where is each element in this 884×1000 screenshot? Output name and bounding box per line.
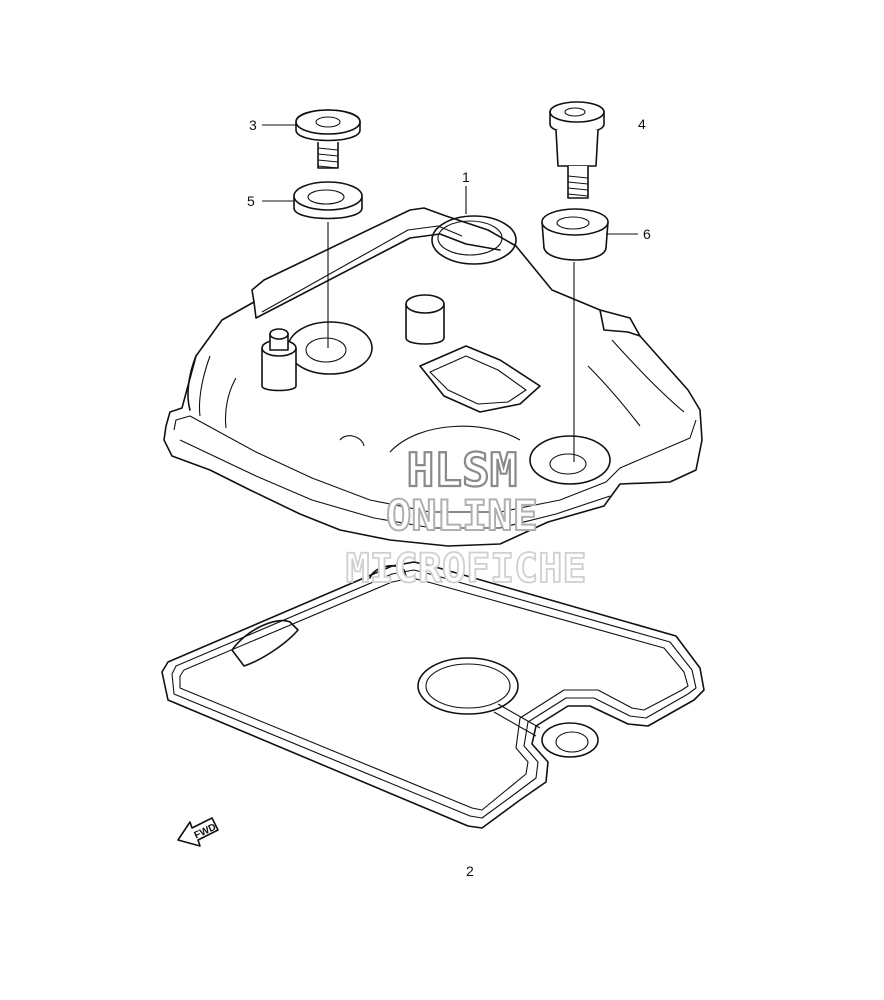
washer-part-5 [293, 181, 363, 220]
fwd-label: FWD [193, 822, 218, 842]
bolt-part-4 [549, 101, 605, 199]
callout-1: 1 [462, 169, 470, 185]
callout-6: 6 [643, 226, 651, 242]
watermark-line-3: MICROFICHE [346, 546, 587, 592]
leader-lines [262, 124, 638, 462]
cylinder-head-cover [163, 207, 703, 547]
bolt-part-3 [295, 109, 361, 169]
watermark: HLSM ONLINE MICROFICHE [345, 442, 588, 593]
fwd-arrow-icon: FWD [177, 817, 219, 847]
callout-5: 5 [247, 193, 255, 209]
callout-3: 3 [249, 117, 257, 133]
grommet-part-6 [541, 208, 609, 261]
callout-4: 4 [638, 116, 646, 132]
cover-gasket-outline [161, 561, 705, 829]
watermark-line-1: HLSM [407, 443, 518, 497]
callout-2: 2 [466, 863, 474, 879]
watermark-line-2: ONLINE [386, 491, 538, 540]
